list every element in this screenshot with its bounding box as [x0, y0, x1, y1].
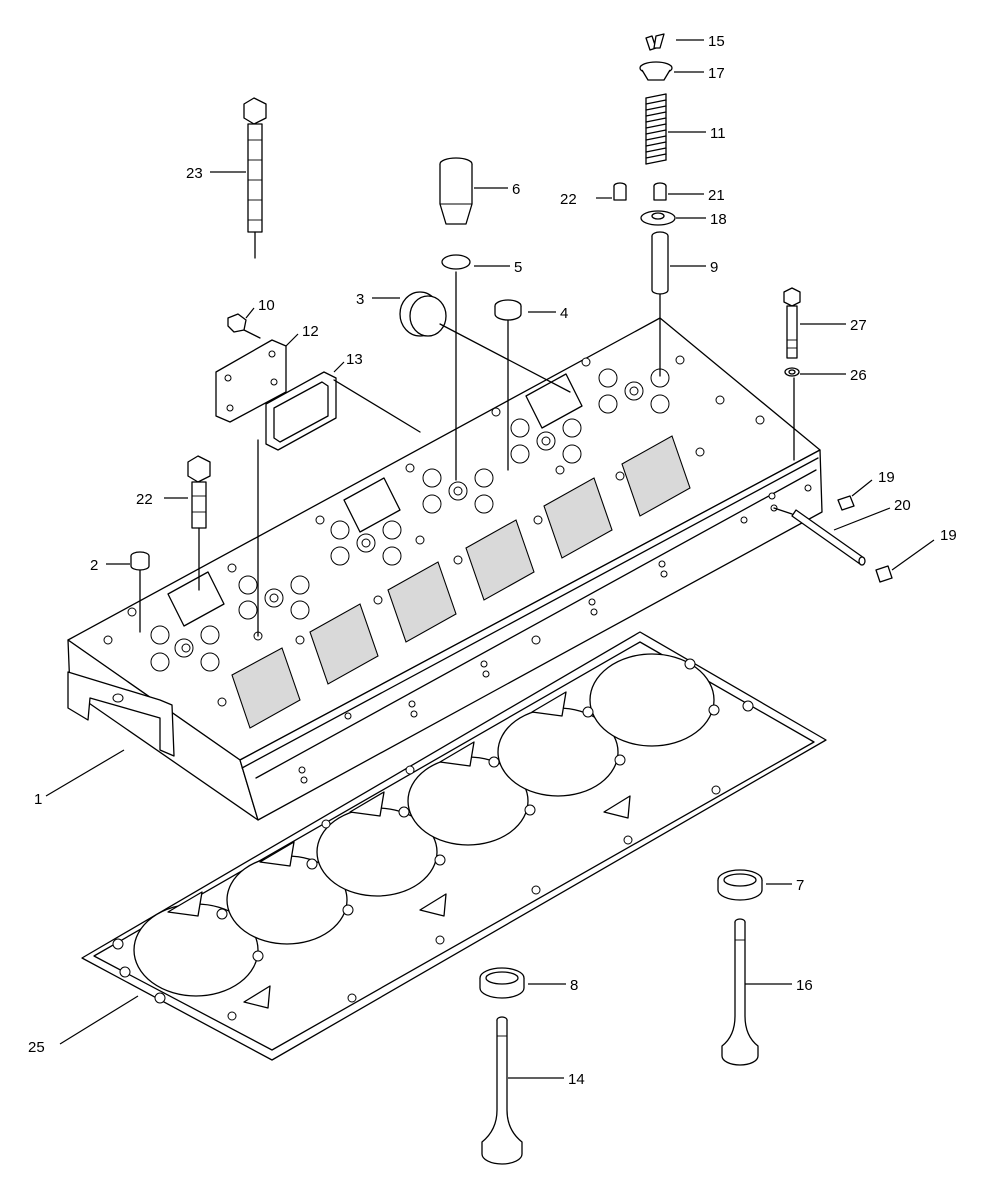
cylinder-head — [67, 317, 823, 821]
cover-gasket — [257, 371, 421, 637]
expansion-plug-upper — [837, 495, 855, 511]
head-port-recesses — [167, 373, 691, 729]
injector-sleeve — [439, 157, 473, 225]
callout-19-upper: 19 — [878, 469, 895, 486]
valve-seat-insert-exhaust — [717, 869, 763, 901]
callout-10: 10 — [258, 297, 275, 314]
callout-20: 20 — [894, 497, 911, 514]
callout-27: 27 — [850, 317, 867, 334]
gasket-holes — [112, 658, 754, 1021]
head-gasket — [81, 631, 827, 1061]
callout-26: 26 — [850, 367, 867, 384]
callout-3: 3 — [356, 291, 364, 308]
head-side-holes — [298, 484, 812, 784]
spring-retainer — [639, 61, 673, 81]
plug — [130, 551, 150, 633]
head-bolt-long — [243, 97, 267, 259]
valve-spring — [645, 93, 667, 165]
valve-stem-seal — [653, 182, 667, 201]
callout-14: 14 — [568, 1071, 585, 1088]
seal-ring — [494, 299, 522, 471]
cap-plug — [399, 291, 571, 393]
callout-7: 7 — [796, 877, 804, 894]
callout-21: 21 — [708, 187, 725, 204]
callout-17: 17 — [708, 65, 725, 82]
cover-plate — [215, 339, 287, 423]
head-bolt-short — [187, 455, 211, 591]
gasket-bores — [133, 653, 715, 997]
cover-screw — [227, 313, 261, 339]
callout-12: 12 — [302, 323, 319, 340]
callout-23: 23 — [186, 165, 203, 182]
callout-6: 6 — [512, 181, 520, 198]
valve-seat-clusters — [150, 368, 670, 672]
expansion-plug-lower — [875, 565, 893, 583]
callout-4: 4 — [560, 305, 568, 322]
intake-valve — [481, 1016, 523, 1165]
callout-22-lower: 22 — [136, 491, 153, 508]
callout-9: 9 — [710, 259, 718, 276]
valve-stem-seal-alt — [613, 182, 627, 201]
callout-16: 16 — [796, 977, 813, 994]
valve-cotters — [645, 33, 665, 51]
callout-8: 8 — [570, 977, 578, 994]
leader-lines — [45, 39, 935, 1079]
callout-5: 5 — [514, 259, 522, 276]
callout-25: 25 — [28, 1039, 45, 1056]
o-ring — [441, 254, 471, 481]
exhaust-valve — [721, 918, 759, 1066]
callout-19-lower: 19 — [940, 527, 957, 544]
callout-22-upper: 22 — [560, 191, 577, 208]
side-bolt — [783, 287, 801, 359]
side-washer — [784, 367, 800, 461]
callout-11: 11 — [710, 125, 726, 142]
callout-labels: 1 2 3 4 5 6 7 8 9 10 11 12 13 14 15 16 1… — [28, 33, 957, 1088]
gasket-triangle-cutouts — [167, 691, 631, 1009]
callout-2: 2 — [90, 557, 98, 574]
callout-15: 15 — [708, 33, 725, 50]
tube — [773, 507, 866, 566]
head-small-holes — [103, 355, 765, 707]
callout-18: 18 — [710, 211, 727, 228]
spring-seat — [640, 210, 676, 226]
callout-1: 1 — [34, 791, 42, 808]
callout-13: 13 — [346, 351, 363, 368]
valve-guide — [651, 231, 669, 377]
valve-seat-insert-intake — [479, 967, 525, 999]
